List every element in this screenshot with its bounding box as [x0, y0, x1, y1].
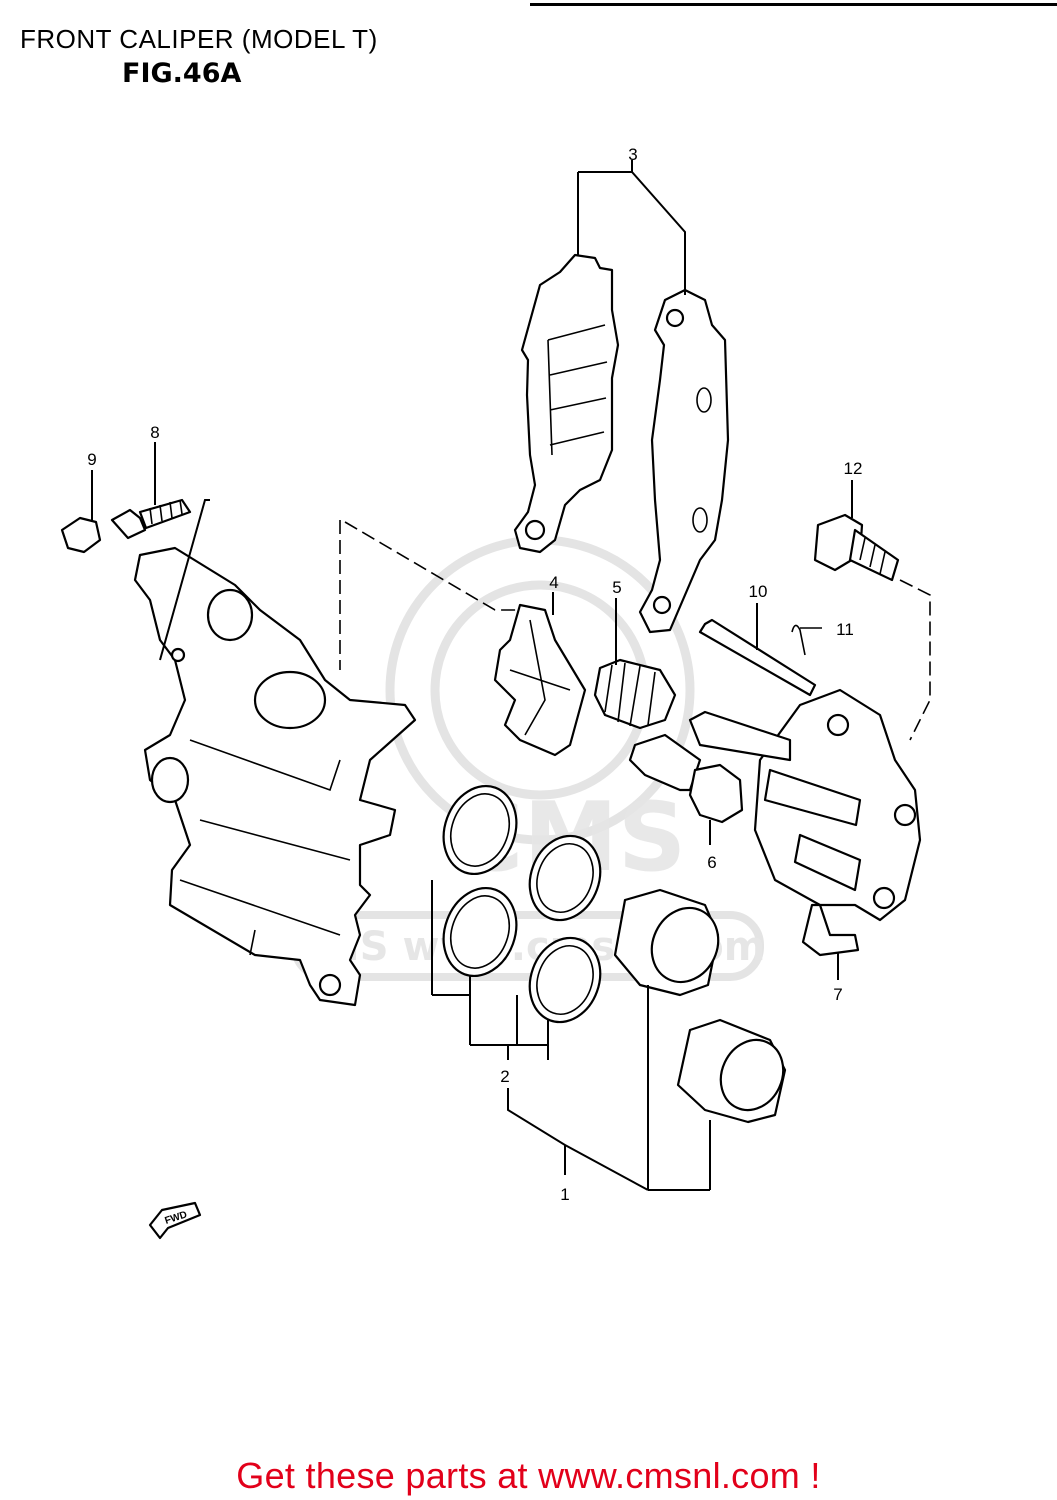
- callout-8: 8: [150, 423, 159, 442]
- part-slide-pin-boot[interactable]: [628, 733, 744, 824]
- callout-12: 12: [844, 459, 863, 478]
- part-dust-boot[interactable]: [593, 658, 677, 730]
- page-title: FRONT CALIPER (MODEL T): [20, 24, 378, 54]
- part-pad-pin[interactable]: [698, 618, 817, 697]
- part-retaining-clip[interactable]: [801, 903, 860, 957]
- callout-5: 5: [612, 578, 621, 597]
- part-pin-clip[interactable]: [791, 624, 822, 656]
- callout-10: 10: [749, 582, 768, 601]
- fwd-direction-arrow: FWD: [148, 1201, 202, 1240]
- part-caliper-piston-set[interactable]: [613, 888, 794, 1124]
- callout-11: 11: [836, 620, 854, 639]
- callout-4: 4: [549, 573, 558, 592]
- callout-3: 3: [628, 145, 637, 164]
- figure-number: FIG.46A: [122, 58, 242, 89]
- part-caliper-bracket[interactable]: [688, 688, 922, 922]
- callout-9: 9: [87, 450, 96, 469]
- top-border-rule: [530, 3, 1057, 6]
- watermark-logo: CMS CMS www.cmsnl.com: [291, 535, 765, 981]
- exploded-parts-diagram: CMS CMS www.cmsnl.com: [60, 145, 931, 1240]
- callout-1: 1: [560, 1185, 569, 1204]
- callout-2: 2: [500, 1067, 509, 1086]
- part-brake-pad-set[interactable]: [513, 253, 730, 634]
- callout-6: 6: [707, 853, 716, 872]
- part-caliper-body[interactable]: [133, 546, 417, 1007]
- part-bleeder-cap[interactable]: [60, 516, 102, 554]
- footer-link-text[interactable]: Get these parts at www.cmsnl.com !: [236, 1455, 821, 1496]
- part-mounting-bolt[interactable]: [813, 513, 900, 582]
- part-pad-spring[interactable]: [493, 603, 587, 757]
- part-bleeder-screw[interactable]: [110, 498, 192, 540]
- part-piston-seal-set[interactable]: [432, 776, 612, 1032]
- callout-7: 7: [833, 985, 842, 1004]
